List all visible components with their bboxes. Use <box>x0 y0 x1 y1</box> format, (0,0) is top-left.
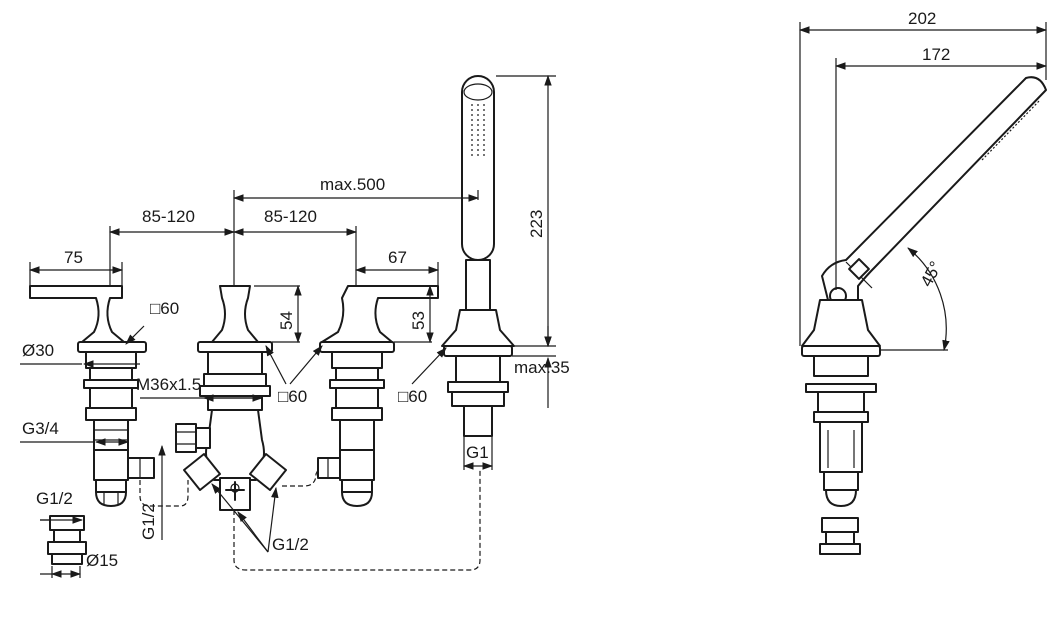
hand-shower-front <box>441 75 515 437</box>
label-g1: G1 <box>466 443 489 462</box>
dimension-lines <box>28 26 1048 574</box>
left-valve <box>29 285 155 507</box>
dim-45-deg: 45° <box>917 258 946 290</box>
dim-85-120-left: 85-120 <box>142 207 195 226</box>
label-g3-4: G3/4 <box>22 419 59 438</box>
annotation-labels: □60 □60 □60 Ø30 M36x1.5 G3/4 G1/2 G1/2 G… <box>22 299 489 570</box>
label-square-60-center: □60 <box>278 387 307 406</box>
label-square-60-shower: □60 <box>398 387 427 406</box>
dim-max35: max.35 <box>514 358 570 377</box>
label-g1-2-fitting: G1/2 <box>36 489 73 508</box>
label-g1-2-center: G1/2 <box>272 535 309 554</box>
hose-lines <box>139 469 481 571</box>
label-diameter-30: Ø30 <box>22 341 54 360</box>
dim-67: 67 <box>388 248 407 267</box>
right-valve <box>317 285 439 507</box>
label-m36x1-5: M36x1.5 <box>136 375 201 394</box>
label-square-60-left: □60 <box>150 299 179 318</box>
dim-53: 53 <box>409 311 428 330</box>
dim-85-120-right: 85-120 <box>264 207 317 226</box>
dimension-labels: 75 85-120 85-120 max.500 67 54 53 223 ma… <box>64 9 950 377</box>
dim-202: 202 <box>908 9 936 28</box>
dim-max500: max.500 <box>320 175 385 194</box>
label-g1-2-vertical: G1/2 <box>139 503 158 540</box>
label-diameter-15: Ø15 <box>86 551 118 570</box>
dim-223: 223 <box>527 210 546 238</box>
dim-172: 172 <box>922 45 950 64</box>
fitting-small <box>47 515 87 565</box>
side-view <box>801 76 1047 555</box>
center-spout <box>175 285 287 511</box>
dim-54: 54 <box>277 311 296 330</box>
dim-75: 75 <box>64 248 83 267</box>
